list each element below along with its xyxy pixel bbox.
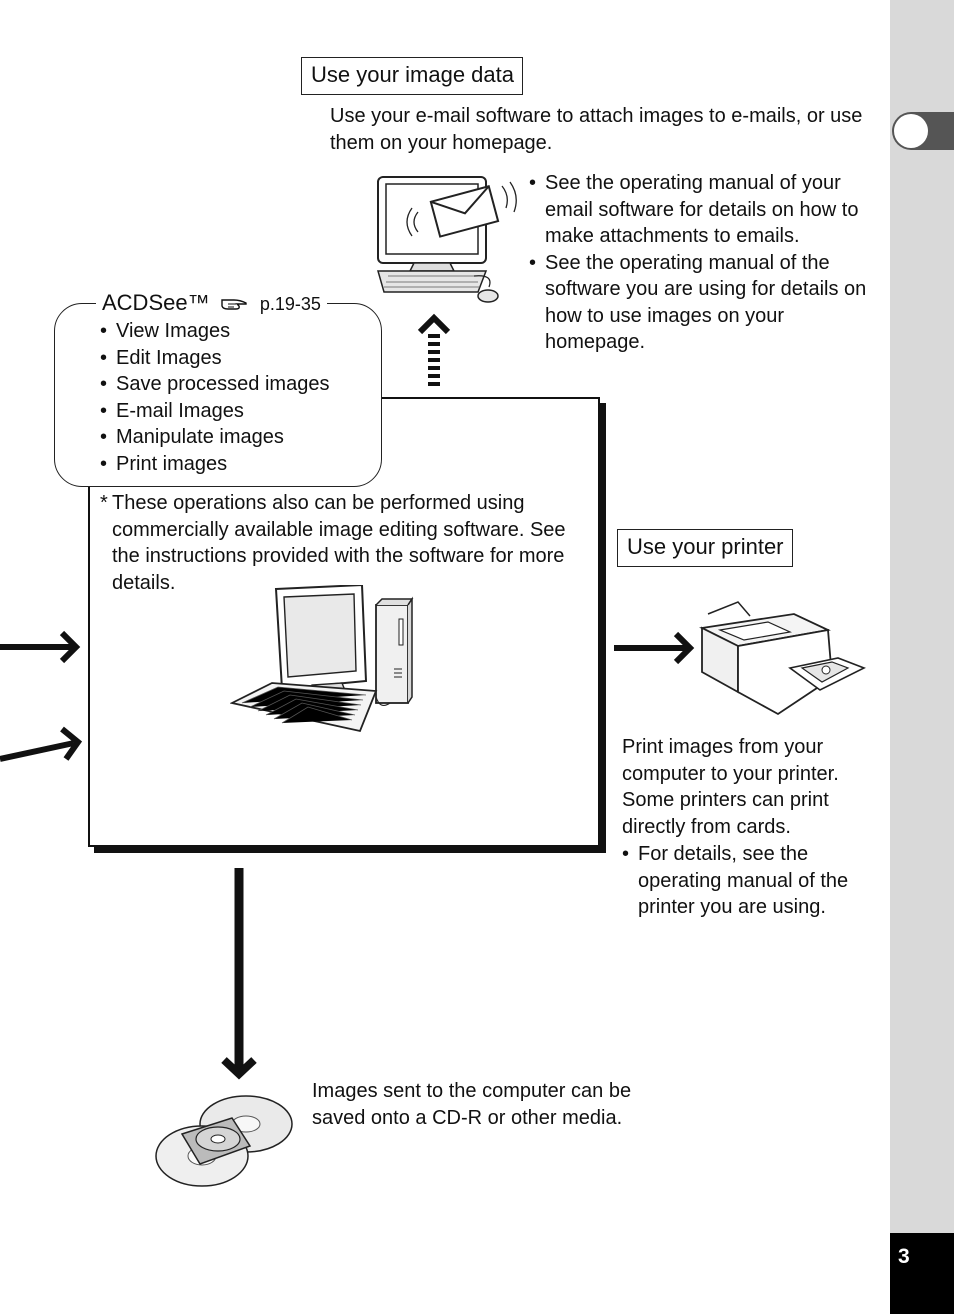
chapter-tab-marker — [894, 114, 928, 148]
desktop-computer-illustration — [230, 585, 414, 733]
printer-arrow — [614, 631, 695, 665]
image-data-description: Use your e-mail software to attach image… — [330, 105, 863, 154]
software-note: * These operations also can be performed… — [100, 490, 590, 596]
acdsee-title: ACDSee™ — [102, 290, 210, 315]
acdsee-feature: Manipulate images — [100, 424, 380, 451]
printer-note: For details, see the operating manual of… — [622, 841, 872, 921]
email-computer-illustration — [377, 176, 517, 303]
printer-notes: For details, see the operating manual of… — [622, 841, 872, 921]
cd-media-illustration — [155, 1095, 293, 1187]
acdsee-features: View Images Edit Images Save processed i… — [100, 318, 380, 477]
page-number-box: 3 — [890, 1233, 954, 1314]
media-description: Images sent to the computer can be saved… — [312, 1080, 632, 1129]
acdsee-feature: Edit Images — [100, 345, 380, 372]
acdsee-page-ref: p.19-35 — [259, 294, 321, 314]
down-arrow — [221, 868, 257, 1080]
image-data-note: See the operating manual of your email s… — [529, 170, 877, 250]
note-text: These operations also can be performed u… — [112, 492, 566, 594]
image-data-notes: See the operating manual of your email s… — [529, 170, 877, 356]
printer-title: Use your printer — [617, 529, 793, 567]
pointing-hand-icon — [221, 299, 247, 310]
acdsee-feature: Print images — [100, 451, 380, 478]
incoming-arrows — [0, 630, 83, 762]
acdsee-heading: ACDSee™ p.19-35 — [96, 289, 327, 318]
page-number: 3 — [898, 1245, 910, 1268]
image-data-title: Use your image data — [301, 57, 523, 95]
printer-description: Print images from your computer to your … — [622, 736, 839, 838]
dashed-up-arrow — [417, 313, 451, 386]
acdsee-feature: View Images — [100, 318, 380, 345]
note-marker: * — [100, 492, 108, 514]
printer-illustration — [699, 601, 866, 716]
acdsee-feature: E-mail Images — [100, 398, 380, 425]
image-data-note: See the operating manual of the software… — [529, 250, 877, 356]
chapter-sidebar — [890, 0, 954, 1314]
acdsee-feature: Save processed images — [100, 371, 380, 398]
